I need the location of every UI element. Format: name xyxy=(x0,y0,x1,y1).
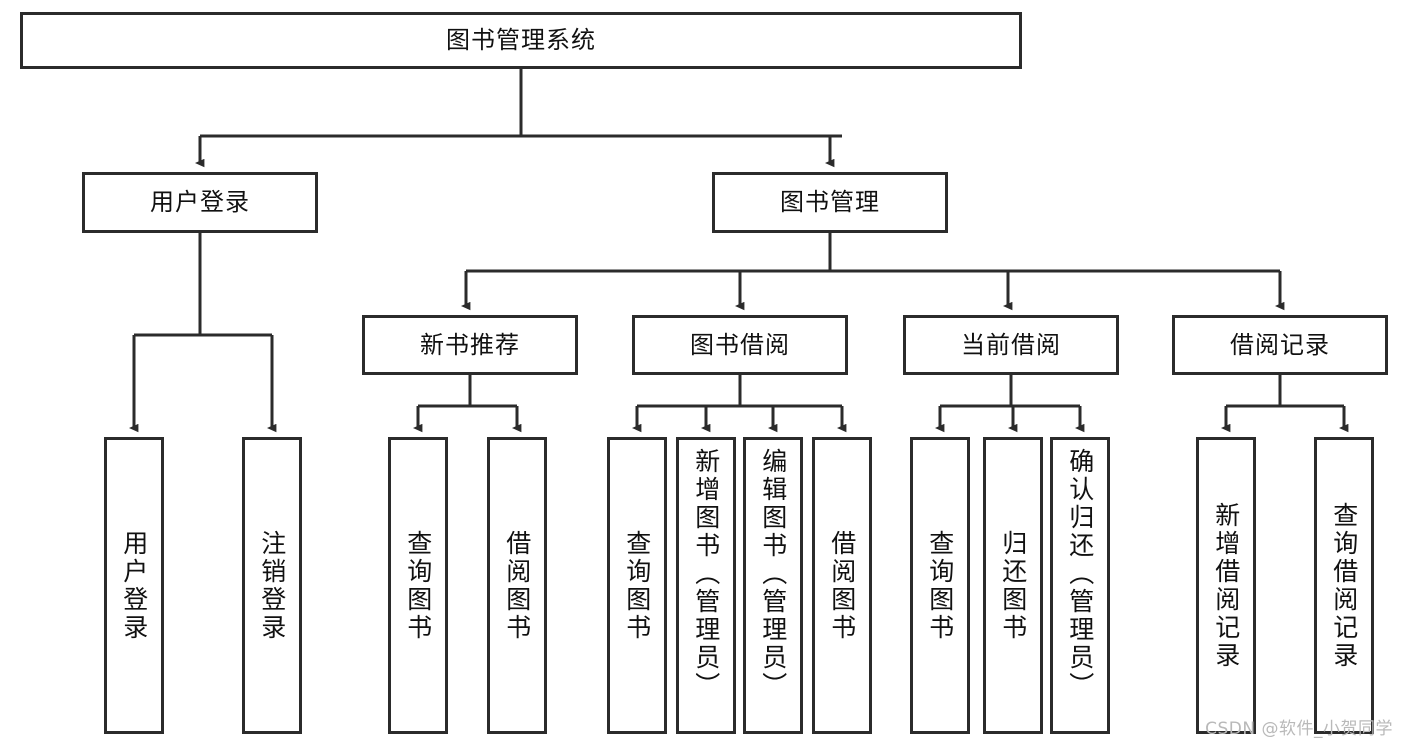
node-leaf-query-book-3-label: 查询图书 xyxy=(925,529,955,642)
node-leaf-logout-label: 注销登录 xyxy=(257,529,287,642)
node-leaf-logout[interactable]: 注销登录 xyxy=(242,437,302,734)
node-book-borrow[interactable]: 图书借阅 xyxy=(632,315,848,375)
node-user-login-label: 用户登录 xyxy=(150,188,250,217)
node-leaf-user-login[interactable]: 用户登录 xyxy=(104,437,164,734)
node-leaf-borrow-book-1[interactable]: 借阅图书 xyxy=(487,437,547,734)
node-leaf-query-book-2-label: 查询图书 xyxy=(622,529,652,642)
node-book-manage[interactable]: 图书管理 xyxy=(712,172,948,233)
node-book-manage-label: 图书管理 xyxy=(780,188,880,217)
node-current-borrow-label: 当前借阅 xyxy=(961,330,1061,359)
node-leaf-confirm-return[interactable]: 确认归还（管理员） xyxy=(1050,437,1110,734)
node-leaf-add-book-label: 新增图书（管理员） xyxy=(691,448,721,700)
node-leaf-query-book-1[interactable]: 查询图书 xyxy=(388,437,448,734)
node-user-login[interactable]: 用户登录 xyxy=(82,172,318,233)
node-leaf-add-record[interactable]: 新增借阅记录 xyxy=(1196,437,1256,734)
node-root-label: 图书管理系统 xyxy=(446,26,596,55)
node-leaf-query-book-2[interactable]: 查询图书 xyxy=(607,437,667,734)
node-borrow-record[interactable]: 借阅记录 xyxy=(1172,315,1388,375)
node-leaf-add-record-label: 新增借阅记录 xyxy=(1211,501,1241,670)
node-current-borrow[interactable]: 当前借阅 xyxy=(903,315,1119,375)
node-leaf-user-login-label: 用户登录 xyxy=(119,529,149,642)
node-leaf-edit-book-label: 编辑图书（管理员） xyxy=(758,448,788,700)
node-leaf-query-record-label: 查询借阅记录 xyxy=(1329,501,1359,670)
node-leaf-query-book-3[interactable]: 查询图书 xyxy=(910,437,970,734)
node-leaf-edit-book[interactable]: 编辑图书（管理员） xyxy=(743,437,803,734)
node-root[interactable]: 图书管理系统 xyxy=(20,12,1022,69)
node-new-book-rec-label: 新书推荐 xyxy=(420,330,520,359)
node-leaf-borrow-book-1-label: 借阅图书 xyxy=(502,529,532,642)
node-new-book-rec[interactable]: 新书推荐 xyxy=(362,315,578,375)
node-leaf-return-book[interactable]: 归还图书 xyxy=(983,437,1043,734)
node-borrow-record-label: 借阅记录 xyxy=(1230,330,1330,359)
node-leaf-query-record[interactable]: 查询借阅记录 xyxy=(1314,437,1374,734)
node-leaf-borrow-book-2[interactable]: 借阅图书 xyxy=(812,437,872,734)
node-leaf-add-book[interactable]: 新增图书（管理员） xyxy=(676,437,736,734)
node-leaf-borrow-book-2-label: 借阅图书 xyxy=(827,529,857,642)
node-book-borrow-label: 图书借阅 xyxy=(690,330,790,359)
node-leaf-return-book-label: 归还图书 xyxy=(998,529,1028,642)
node-leaf-query-book-1-label: 查询图书 xyxy=(403,529,433,642)
node-leaf-confirm-return-label: 确认归还（管理员） xyxy=(1065,448,1095,700)
